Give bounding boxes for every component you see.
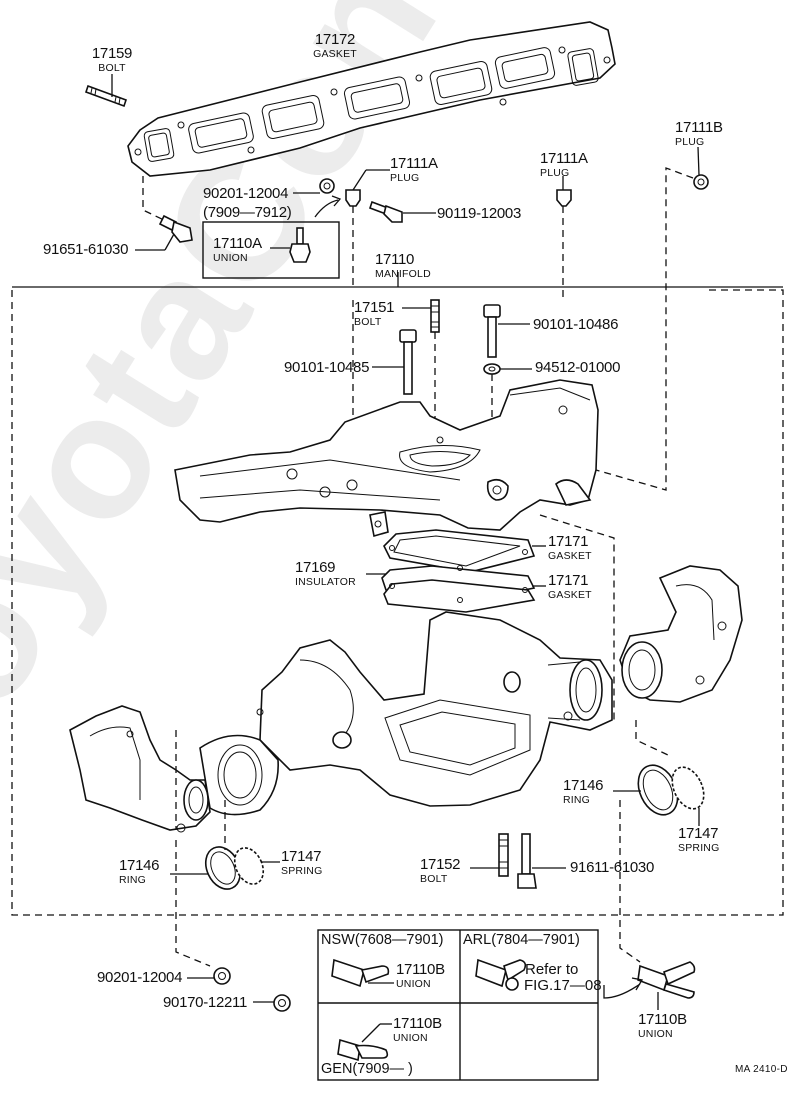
callout-spring-17147-left: 17147 SPRING: [281, 848, 323, 877]
ring-spring-left-drawing: [170, 800, 280, 890]
union-arl-drawing: [475, 958, 527, 991]
callout-union-17110b-nsw: 17110B UNION: [396, 961, 445, 990]
union-17110b-right-drawing: [603, 961, 696, 1010]
variant-header-nsw: NSW(7608—7901): [321, 932, 444, 948]
callout-ring-17146-left: 17146 RING: [119, 857, 160, 886]
callout-gasket-17171-lower: 17171 GASKET: [548, 572, 592, 601]
ring-spring-right-drawing: [613, 764, 705, 826]
union-gen-drawing: [337, 1023, 392, 1062]
callout-manifold-17110: 17110 MANIFOLD: [375, 251, 431, 280]
arl-note-line1: Refer to: [525, 961, 579, 978]
variant-header-arl: ARL(7804—7901): [463, 932, 580, 948]
arl-note-fig-reference[interactable]: FIG.17—08: [524, 977, 602, 994]
union-nsw-drawing: [331, 958, 394, 988]
callout-plug-90119: 90119-12003: [437, 205, 522, 222]
callout-gasket-17171-upper: 17171 GASKET: [548, 533, 592, 562]
manifold-upper-drawing: [174, 379, 599, 538]
callout-bolt-17151: 17151 BOLT: [354, 299, 395, 328]
callout-bolt-90101-10486: 90101-10486: [533, 316, 619, 333]
callout-plug-17111a-left: 17111A PLUG: [390, 155, 438, 184]
stud-bolt-17159-drawing: [84, 74, 128, 108]
callout-insulator-17169: 17169 INSULATOR: [295, 559, 356, 588]
variant-table-frame: [317, 929, 599, 1081]
callout-bolt-91651: 91651-61030: [43, 241, 129, 258]
callout-washer-90201-bottom: 90201-12004: [97, 969, 183, 986]
callout-bolt-17152: 17152 BOLT: [420, 856, 461, 885]
callout-bolt-90101-10485: 90101-10485: [284, 359, 370, 376]
callout-union-17110b-gen: 17110B UNION: [393, 1015, 442, 1044]
bolt-90101-10485-drawing: [372, 329, 417, 395]
washer-94512-drawing: [483, 363, 532, 420]
callout-spring-17147-right: 17147 SPRING: [678, 825, 720, 854]
bolt-91611-drawing: [517, 833, 566, 889]
bolt-91651-drawing: [135, 214, 193, 251]
callout-plug-17111a-right: 17111A PLUG: [540, 150, 588, 179]
stud-17152-drawing: [470, 833, 509, 877]
callout-union-17110a: 17110A UNION: [213, 235, 262, 264]
callout-bolt-91611: 91611-61030: [570, 859, 655, 876]
variant-box-17110a: [202, 221, 340, 279]
plug-90119-drawing: [368, 200, 436, 223]
union-17110a-drawing: [270, 227, 311, 263]
left-elbow-housing-drawing: [69, 705, 211, 833]
gasket-insulator-stack-drawing: [366, 514, 615, 720]
callout-union-17110b-right: 17110B UNION: [638, 1011, 687, 1040]
figure-code: MA 2410-D: [735, 1064, 788, 1075]
gasket-17172-drawing: [127, 21, 616, 177]
stud-17151-drawing: [402, 299, 440, 430]
callout-washer-94512: 94512-01000: [535, 359, 621, 376]
callout-ring-17146-right: 17146 RING: [563, 777, 604, 806]
bolt-90101-10486-drawing: [483, 304, 530, 358]
callout-bolt-17159: 17159 BOLT: [91, 45, 133, 74]
variant-footer-gen: GEN(7909— ): [321, 1061, 413, 1077]
callout-plug-17111b: 17111B PLUG: [675, 119, 723, 148]
callout-washer-90201-top: 90201-12004: [203, 185, 289, 202]
callout-gasket-17172: 17172 GASKET: [313, 31, 357, 60]
callout-nut-90170: 90170-12211: [163, 994, 248, 1011]
manifold-lower-drawing: [199, 611, 613, 816]
right-elbow-housing-drawing: [619, 565, 743, 756]
date-range-7909-7912: (7909—7912): [203, 204, 292, 221]
